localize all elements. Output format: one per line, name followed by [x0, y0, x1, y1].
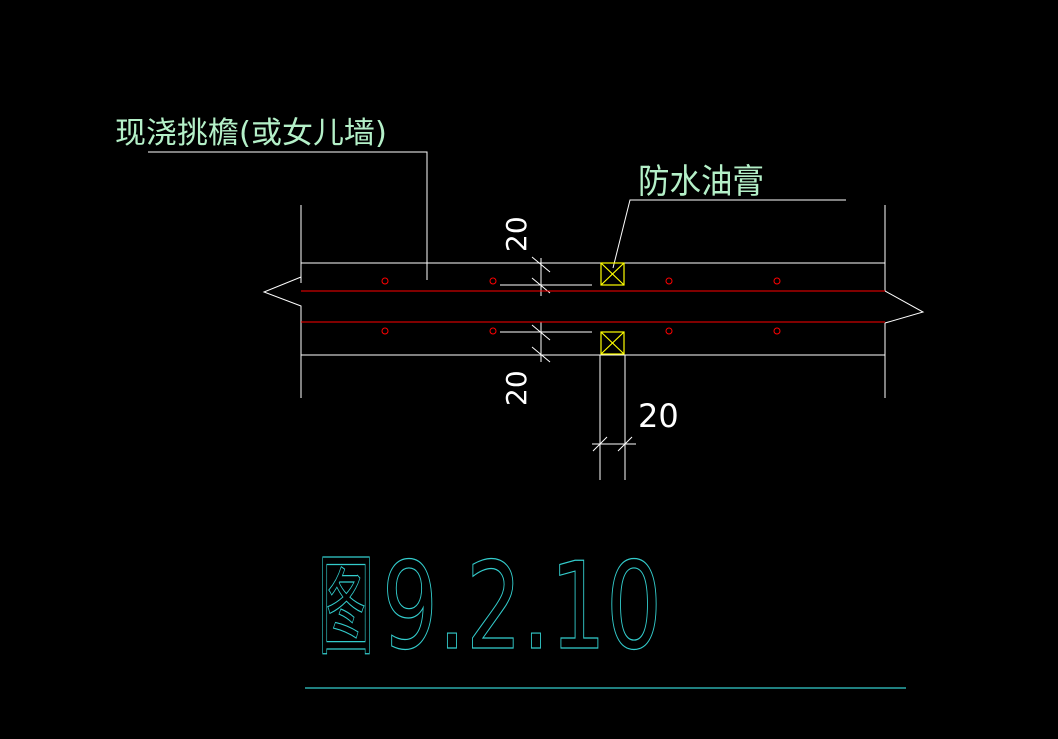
upper-filler-cross-2	[600, 262, 625, 286]
eave-leader-line	[148, 151, 428, 280]
dim-bottom-text: 20	[500, 370, 533, 406]
rebar-dot	[665, 327, 673, 335]
dim-top-text: 20	[500, 216, 533, 252]
rebar-dot	[489, 327, 497, 335]
left-break-symbol	[262, 276, 302, 323]
dim-bottom-tick-1	[531, 324, 551, 341]
waterproof-label: 防水油膏	[638, 162, 764, 202]
dim-bottom-tick-2	[531, 346, 551, 363]
waterproof-filler	[600, 262, 625, 355]
rebar-dot	[773, 277, 781, 285]
waterproof-leader-line	[612, 199, 846, 269]
figure-prefix: 图	[318, 543, 374, 671]
rebar-dot	[381, 277, 389, 285]
dim-joint-tick-2	[617, 436, 633, 452]
upper-filler-box	[600, 262, 625, 286]
rebar-dot	[773, 327, 781, 335]
dim-joint-tick-1	[592, 436, 608, 452]
right-break-symbol	[884, 283, 925, 324]
dim-joint-text: 20	[638, 397, 679, 435]
slab-outline	[148, 151, 925, 480]
rebar-dot	[665, 277, 673, 285]
reinforcement-bars	[301, 277, 885, 335]
dim-top-tick-1	[531, 256, 551, 273]
lower-filler-cross-2	[600, 331, 625, 355]
rebar-dot	[381, 327, 389, 335]
figure-number: 9.2.10	[382, 538, 662, 677]
eave-label: 现浇挑檐(或女儿墙)	[115, 116, 387, 151]
lower-filler-box	[600, 331, 625, 355]
rebar-dot	[489, 277, 497, 285]
